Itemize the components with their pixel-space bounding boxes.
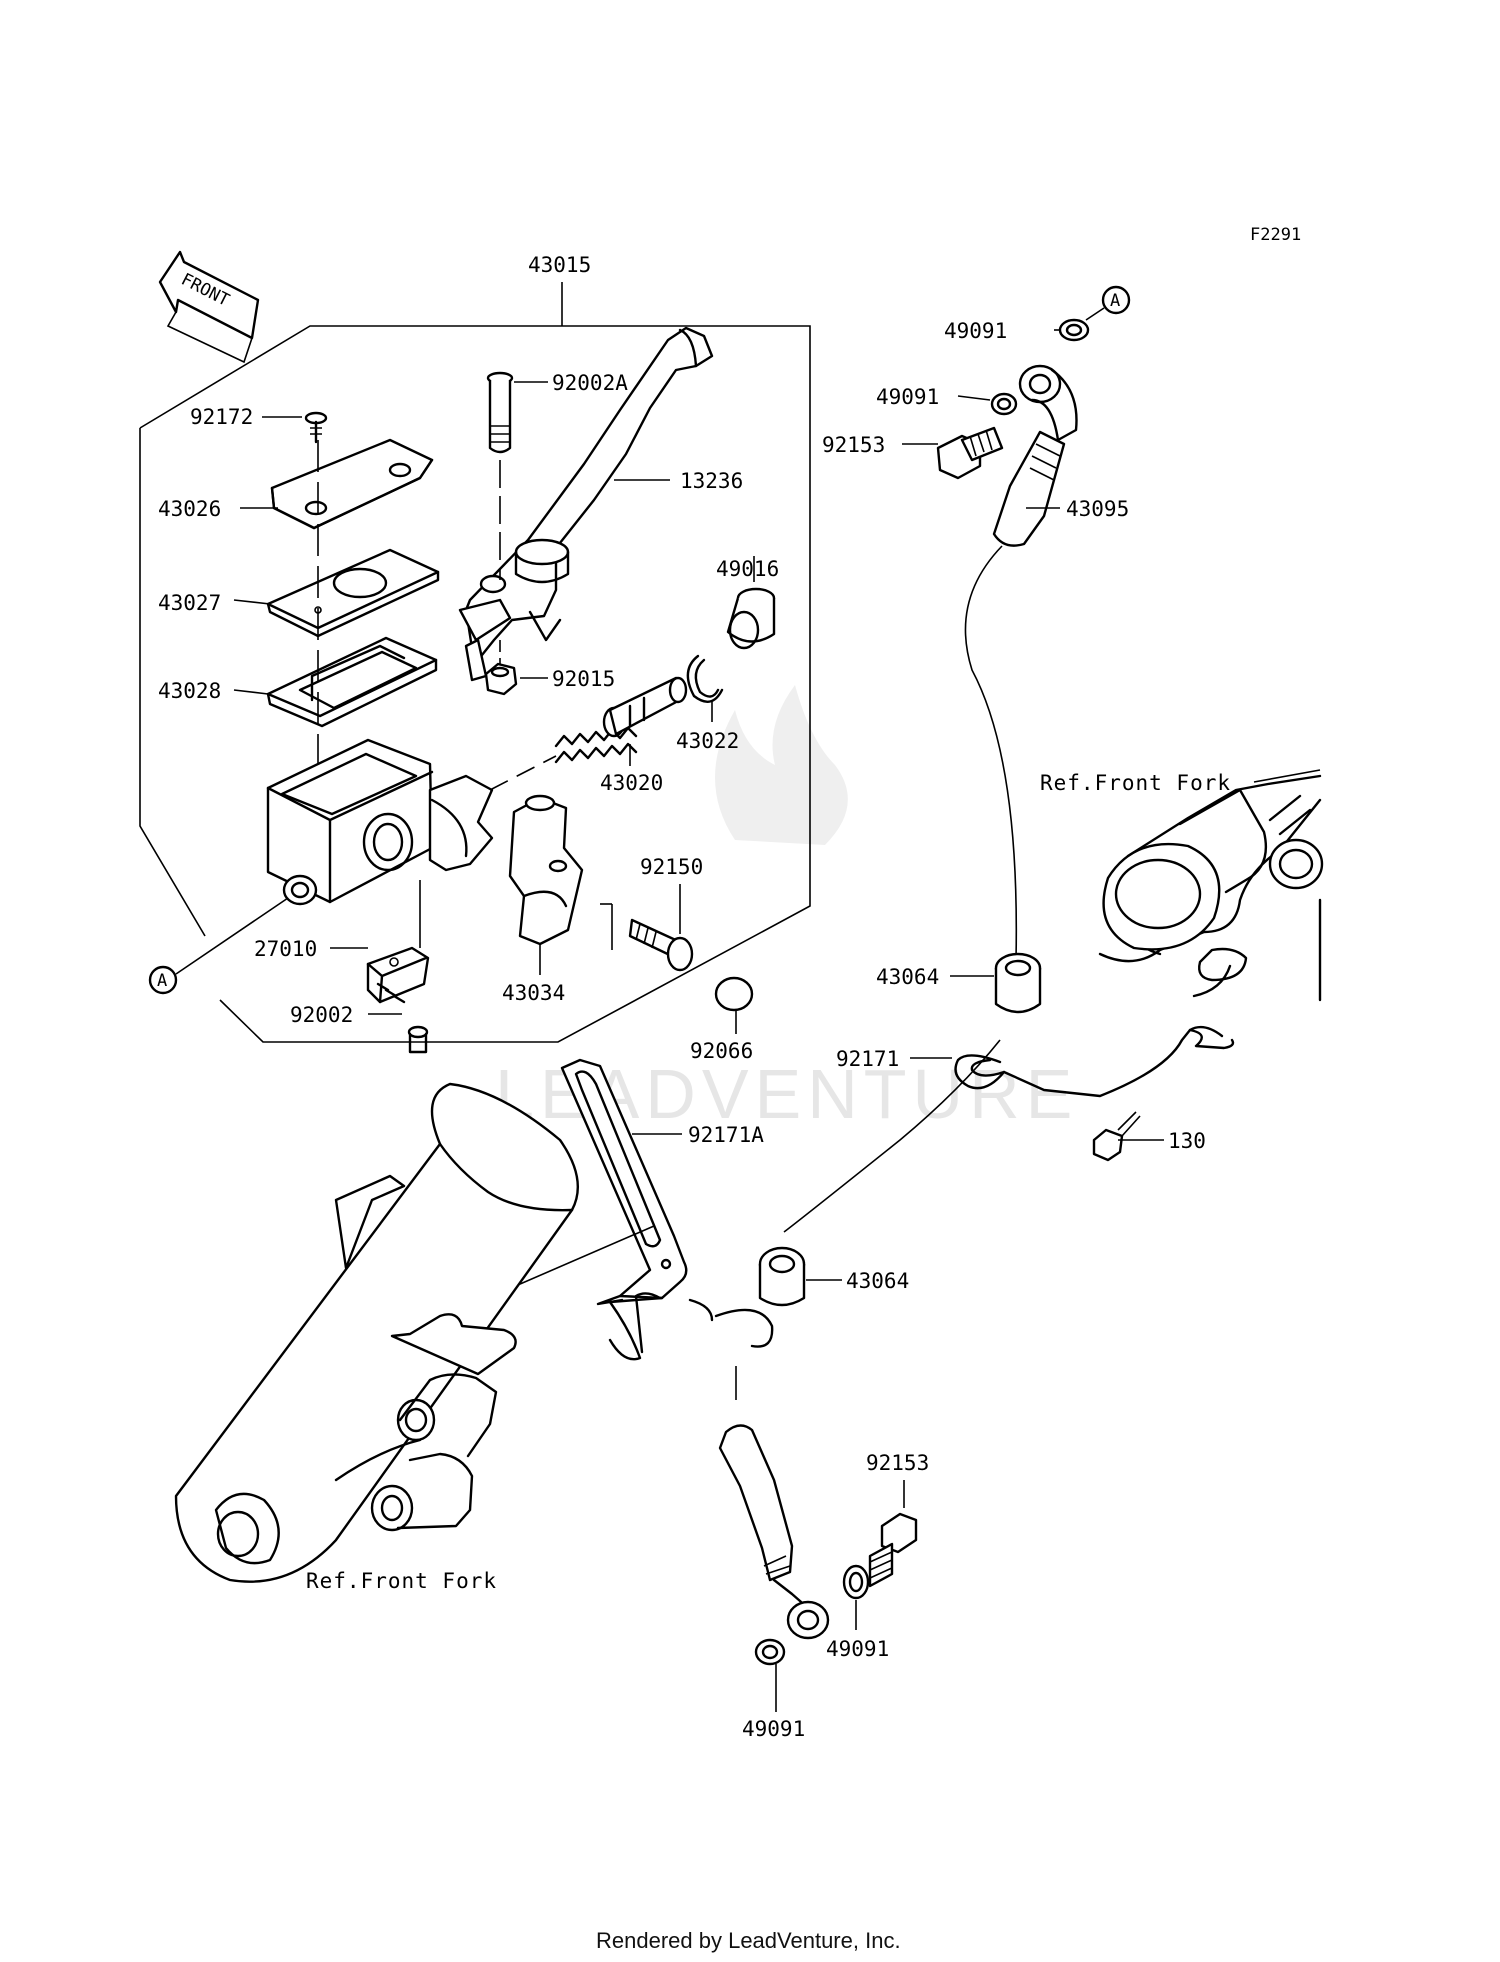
front-fork-right bbox=[1098, 774, 1324, 1002]
label-43034: 43034 bbox=[502, 981, 565, 1005]
figure-code: F2291 bbox=[1250, 225, 1301, 245]
callout-a-right-text: A bbox=[1110, 291, 1120, 311]
hose-lower bbox=[718, 1424, 794, 1582]
label-92002A: 92002A bbox=[552, 371, 628, 395]
screw-92172 bbox=[304, 411, 328, 444]
ref-front-fork-right: Ref.Front Fork bbox=[1040, 771, 1231, 795]
brake-hose-line bbox=[964, 545, 1018, 961]
label-49091-top: 49091 bbox=[944, 319, 1007, 343]
diaphragm-plate-43027 bbox=[266, 548, 440, 638]
label-43027: 43027 bbox=[158, 591, 221, 615]
label-92153-bottom: 92153 bbox=[866, 1451, 929, 1475]
label-43064-lower: 43064 bbox=[846, 1269, 909, 1293]
label-92015: 92015 bbox=[552, 667, 615, 691]
label-27010: 27010 bbox=[254, 937, 317, 961]
circlip-43022 bbox=[686, 654, 724, 703]
assembly-boundary bbox=[139, 325, 811, 1043]
boot-49016 bbox=[726, 587, 776, 650]
washer-49091-bottom bbox=[754, 1638, 786, 1666]
washer-49091-top bbox=[1058, 318, 1090, 342]
nut-92015 bbox=[484, 662, 518, 696]
grommet-43064-lower bbox=[758, 1246, 806, 1307]
master-cylinder-body bbox=[266, 738, 434, 906]
cap-92066 bbox=[714, 976, 754, 1012]
washer-49091-mid bbox=[990, 392, 1018, 416]
bolt-130 bbox=[1092, 1111, 1141, 1162]
footer-credit: Rendered by LeadVenture, Inc. bbox=[596, 1928, 901, 1953]
clip-lower bbox=[688, 1298, 774, 1348]
switch-27010 bbox=[366, 946, 430, 1004]
label-92066: 92066 bbox=[690, 1039, 753, 1063]
label-43020: 43020 bbox=[600, 771, 663, 795]
banjo-fitting-top bbox=[1018, 364, 1078, 442]
label-92171: 92171 bbox=[836, 1047, 899, 1071]
label-92172: 92172 bbox=[190, 405, 253, 429]
hose-43095 bbox=[992, 430, 1066, 547]
label-49016: 49016 bbox=[716, 557, 779, 581]
callout-a-left-text: A bbox=[157, 971, 167, 991]
callout-a-right bbox=[1101, 285, 1131, 315]
washer-49091-bottom-right bbox=[842, 1564, 870, 1600]
label-43064-upper: 43064 bbox=[876, 965, 939, 989]
label-43015: 43015 bbox=[528, 253, 591, 277]
assembly-boundary-left bbox=[139, 428, 206, 937]
banjo-bolt-92153-bottom bbox=[868, 1512, 918, 1588]
label-43028: 43028 bbox=[158, 679, 221, 703]
label-92150: 92150 bbox=[640, 855, 703, 879]
label-92002: 92002 bbox=[290, 1003, 353, 1027]
clamp-43034 bbox=[508, 794, 584, 946]
label-49091-mid: 49091 bbox=[876, 385, 939, 409]
bracket-92171A bbox=[560, 1058, 688, 1361]
banjo-fitting-lower bbox=[772, 1578, 830, 1640]
ref-front-fork-left: Ref.Front Fork bbox=[306, 1569, 497, 1593]
front-fork-left bbox=[174, 1082, 579, 1583]
label-92171A: 92171A bbox=[688, 1123, 764, 1147]
piston-43020 bbox=[554, 676, 688, 764]
label-49091-bottom-right: 49091 bbox=[826, 1637, 889, 1661]
label-43022: 43022 bbox=[676, 729, 739, 753]
label-13236: 13236 bbox=[680, 469, 743, 493]
label-49091-bottom: 49091 bbox=[742, 1717, 805, 1741]
label-43026: 43026 bbox=[158, 497, 221, 521]
pivot-bolt-92002A bbox=[486, 371, 514, 454]
label-43095: 43095 bbox=[1066, 497, 1129, 521]
front-arrow-icon: FRONT bbox=[158, 250, 260, 364]
diaphragm-43028 bbox=[266, 636, 438, 728]
clip-92171 bbox=[954, 1025, 1235, 1098]
clamp-front bbox=[428, 774, 494, 872]
banjo-bolt-92153-top bbox=[936, 426, 1004, 480]
bolt-92150 bbox=[628, 918, 694, 972]
screw-92002 bbox=[407, 1025, 429, 1054]
brake-lever-13236 bbox=[458, 326, 714, 682]
label-130: 130 bbox=[1168, 1129, 1206, 1153]
label-92153-top: 92153 bbox=[822, 433, 885, 457]
grommet-43064-upper bbox=[994, 952, 1042, 1014]
callout-a-left bbox=[148, 965, 178, 995]
reservoir-cap-43026 bbox=[270, 438, 434, 530]
